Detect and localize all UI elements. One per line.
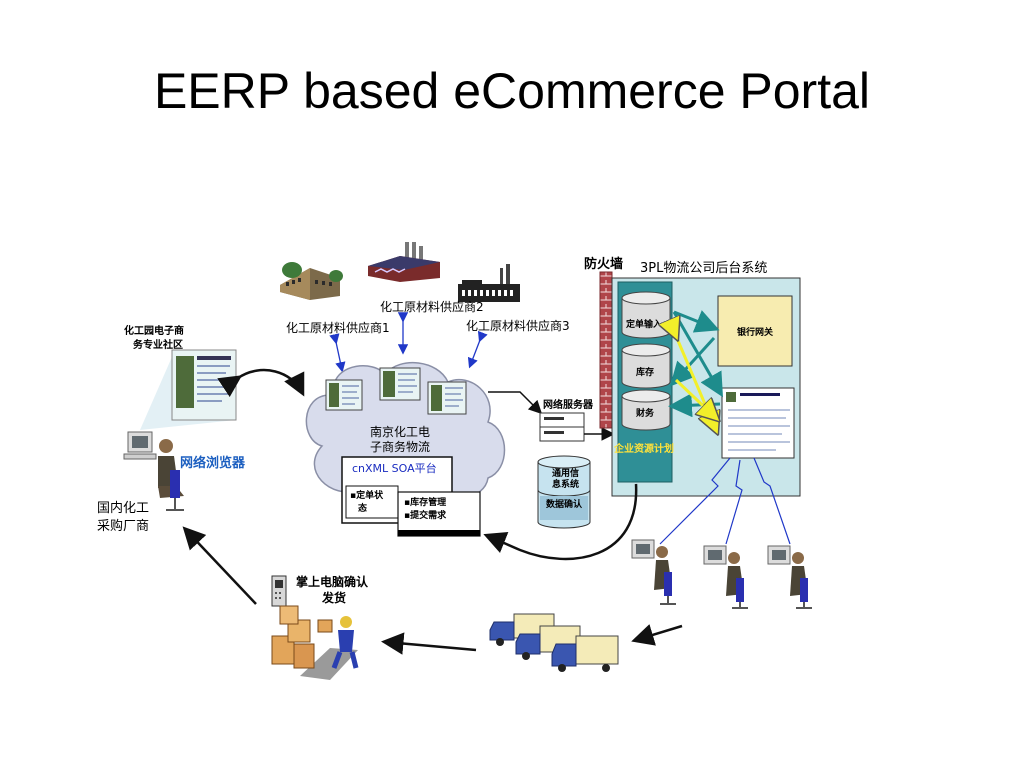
factory-icon bbox=[368, 242, 440, 282]
web-server-label: 网络服务器 bbox=[543, 398, 594, 411]
computer-user-icon bbox=[631, 539, 676, 605]
data-confirm-label: 数据确认 bbox=[546, 498, 583, 510]
handheld-label-line2: 发货 bbox=[321, 590, 346, 605]
wireless-links bbox=[659, 457, 791, 545]
order-status-line1: ▪定单状 bbox=[350, 489, 384, 501]
order-status-line2: 态 bbox=[358, 502, 367, 514]
computer-user-icon bbox=[767, 545, 812, 609]
building-icon bbox=[280, 262, 343, 300]
browser-label: 网络浏览器 bbox=[180, 455, 246, 471]
handheld-device-icon bbox=[271, 575, 287, 607]
warehouse-worker-icon bbox=[271, 605, 359, 680]
buyer-label-line2: 采购厂商 bbox=[97, 518, 149, 534]
firewall-label: 防火墙 bbox=[584, 256, 623, 272]
community-label-line1: 化工园电子商 bbox=[124, 324, 184, 337]
bank-gateway-box bbox=[717, 295, 793, 367]
finance-label: 财务 bbox=[635, 407, 655, 419]
web-page-icon bbox=[379, 367, 421, 401]
supplier-3-label: 化工原材料供应商3 bbox=[466, 318, 570, 333]
supplier-1-label: 化工原材料供应商1 bbox=[286, 320, 390, 335]
firewall-icon bbox=[599, 271, 613, 429]
bank-gateway-label: 银行网关 bbox=[737, 326, 773, 338]
factory-icon bbox=[458, 264, 520, 302]
supplier-links bbox=[329, 312, 488, 373]
computer-user-icon bbox=[123, 431, 184, 511]
slide-title: EERP based eCommerce Portal bbox=[153, 63, 871, 119]
cloud-label-line2: 子商务物流 bbox=[370, 439, 430, 454]
supplier-2-label: 化工原材料供应商2 bbox=[380, 299, 484, 314]
buyer-label-line1: 国内化工 bbox=[97, 500, 149, 516]
handheld-label-line1: 掌上电脑确认 bbox=[296, 574, 369, 589]
erp-label: 企业资源计划 bbox=[613, 442, 674, 455]
database-icon bbox=[621, 343, 671, 389]
server-icon bbox=[539, 412, 585, 442]
soa-platform-panel: cnXML SOA平台 ▪定单状 态 ▪库存管理 ▪提交需求 bbox=[341, 456, 481, 537]
web-page-icon bbox=[325, 379, 363, 411]
database-icon bbox=[621, 291, 671, 339]
db-label-line2: 息系统 bbox=[552, 478, 579, 490]
db-label-line1: 通用信 bbox=[552, 467, 579, 479]
truck-icon bbox=[551, 635, 619, 672]
web-page-icon bbox=[721, 387, 795, 459]
cloud-label-line1: 南京化工电 bbox=[370, 424, 430, 439]
backend-title: 3PL物流公司后台系统 bbox=[640, 261, 767, 276]
platform-label: cnXML SOA平台 bbox=[352, 461, 437, 475]
inventory-mgmt-label: ▪库存管理 bbox=[404, 496, 446, 508]
database-icon bbox=[537, 455, 591, 529]
backend-erp-arrows bbox=[676, 336, 716, 430]
web-page-icon bbox=[171, 349, 237, 421]
submit-demand-label: ▪提交需求 bbox=[404, 509, 447, 521]
inventory-label: 库存 bbox=[636, 366, 654, 378]
web-page-icon bbox=[427, 381, 467, 415]
computer-user-icon bbox=[703, 545, 748, 609]
order-input-label: 定单输入 bbox=[625, 318, 662, 330]
community-label-line2: 务专业社区 bbox=[133, 338, 183, 351]
